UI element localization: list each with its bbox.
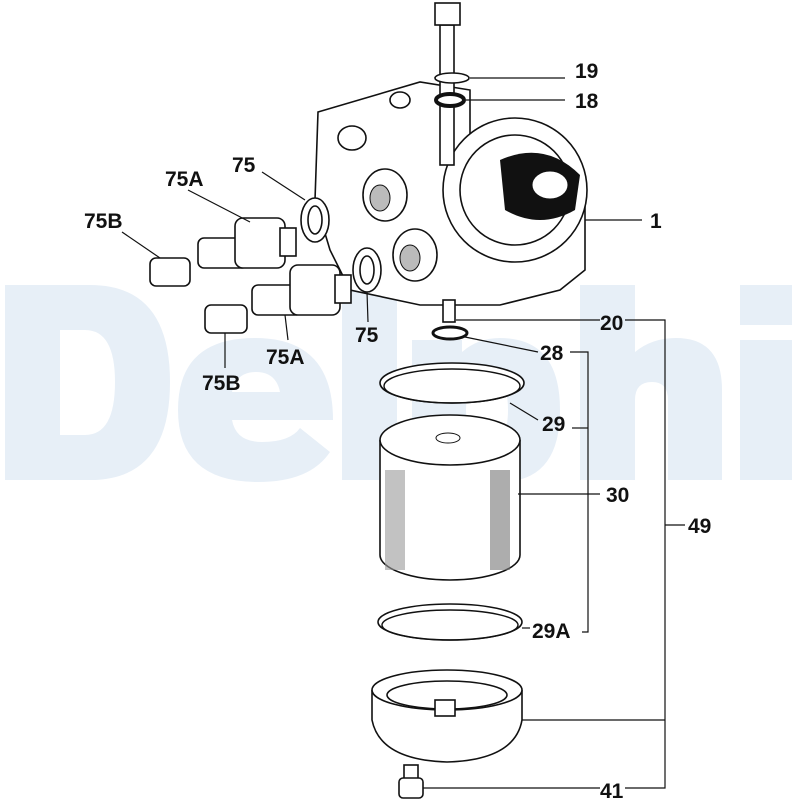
ring-part-29a	[377, 603, 523, 641]
leader-lines	[121, 77, 685, 789]
label-18: 18	[575, 90, 599, 113]
label-19: 19	[575, 60, 598, 83]
label-20: 20	[600, 312, 623, 335]
fitting-set-top	[149, 197, 330, 287]
seal-part-28	[431, 325, 469, 341]
drain-plug-part-41	[398, 764, 424, 799]
filter-head-part-1	[314, 81, 588, 306]
bowl-part	[371, 669, 523, 763]
label-75b-bottom: 75B	[202, 372, 241, 395]
washer-part-19	[434, 72, 470, 84]
label-75a-top: 75A	[165, 168, 204, 191]
label-29a: 29A	[532, 620, 571, 643]
fitting-set-bottom	[204, 247, 382, 334]
label-75a-bottom: 75A	[266, 346, 305, 369]
label-49: 49	[688, 515, 711, 538]
label-28: 28	[540, 342, 564, 365]
label-75-bottom: 75	[355, 324, 379, 347]
label-30: 30	[606, 484, 629, 507]
label-75b-top: 75B	[84, 210, 123, 233]
filter-element-part-30	[379, 414, 521, 581]
label-29: 29	[542, 413, 565, 436]
label-1: 1	[650, 210, 662, 233]
label-41: 41	[600, 780, 624, 800]
o-ring-part-18	[434, 92, 466, 108]
label-75-top: 75	[232, 154, 256, 177]
ring-part-29	[379, 362, 525, 404]
stud-part-20	[442, 299, 456, 323]
